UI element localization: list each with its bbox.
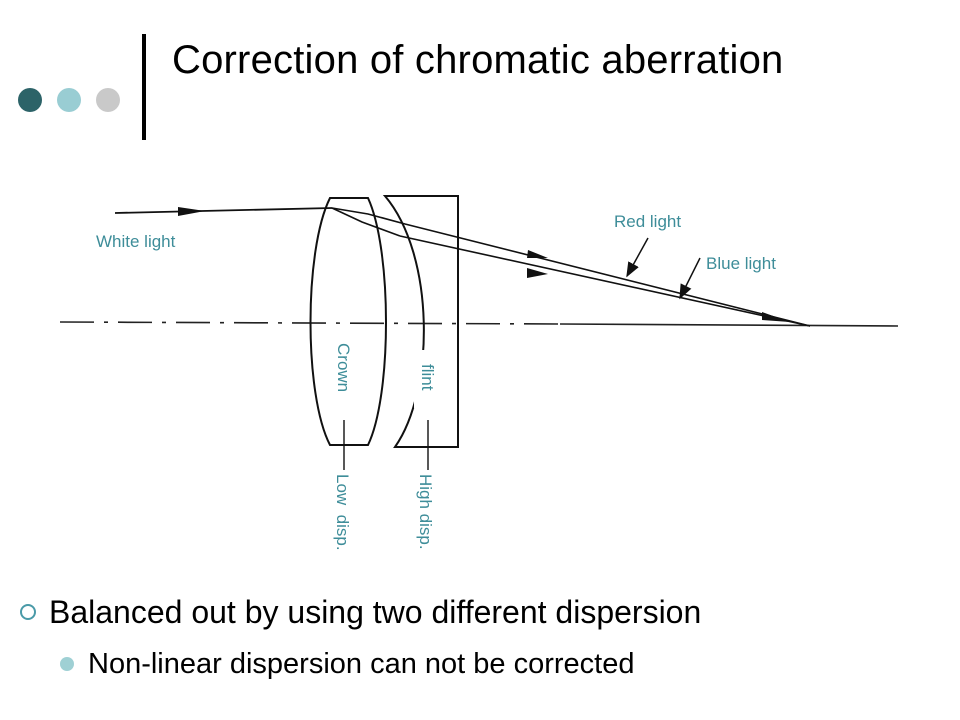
low-disp-label: Low disp. [333,474,352,551]
blue-light-ray [399,235,811,327]
decor-dot-dark [18,88,42,112]
slide-title: Correction of chromatic aberration [172,38,784,82]
ray-inside [331,207,406,225]
blue-pointer [679,257,701,300]
bullet-list: Balanced out by using two different disp… [20,586,701,690]
blue-ray-arrow [527,268,548,278]
decor-dot-teal [57,88,81,112]
optical-axis-right [559,323,899,327]
bullet-level2: Non-linear dispersion can not be correct… [20,638,701,690]
decor-dot-gray [96,88,120,112]
blue-light-label: Blue light [706,254,776,273]
red-ray-arrow [527,250,548,258]
crown-lens [309,197,387,446]
flint-label-bg [414,350,442,408]
crown-label: Crown [334,343,353,392]
white-light-arrow [178,207,205,216]
red-light-label: Red light [614,212,681,231]
disc-bullet-icon [60,657,74,671]
focus-arrow [762,312,790,322]
bullet-level1-text: Balanced out by using two different disp… [49,593,702,630]
red-light-ray [404,223,811,327]
bullet-level2-text: Non-linear dispersion can not be correct… [88,647,635,680]
white-light-ray [114,207,333,214]
ring-bullet-icon [20,604,36,620]
title-divider [142,34,146,140]
bullet-level1: Balanced out by using two different disp… [20,586,701,638]
flint-lens [382,195,459,448]
white-light-label: White light [96,232,176,251]
ray-inside-2 [331,207,401,237]
red-pointer [626,237,649,278]
high-disp-label: High disp. [416,474,435,550]
flint-label: flint [418,364,437,391]
